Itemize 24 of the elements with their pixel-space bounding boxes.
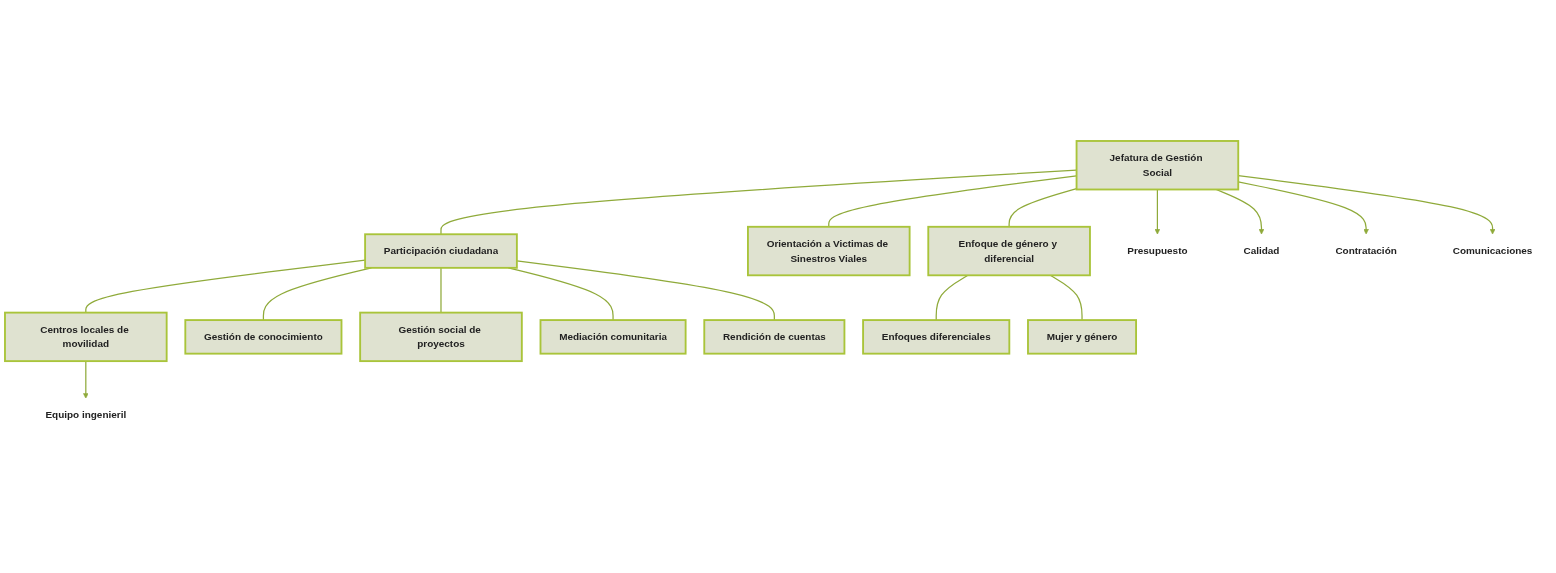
node-text: Contratación (1335, 245, 1397, 257)
node-box: Gestión social de proyectos (359, 311, 523, 363)
node-box: Mujer y género (1027, 319, 1137, 355)
node-text: Presupuesto (1127, 245, 1188, 257)
node-text: Comunicaciones (1452, 245, 1533, 257)
arrow (1154, 188, 1161, 235)
node-box: Orientación a Victimas de Sinestros Viales (747, 225, 911, 277)
node-box: Jefatura de Gestión Social (1075, 140, 1240, 191)
node-box: Enfoque de género y diferencial (927, 225, 1091, 277)
node-box: Enfoques diferenciales (862, 319, 1011, 355)
arrow (1215, 188, 1265, 235)
connector (516, 260, 775, 321)
node-box: Rendición de cuentas (703, 319, 846, 355)
connector (85, 259, 366, 314)
connector (1049, 274, 1083, 321)
node-text: Calidad (1243, 245, 1280, 257)
node-box: Centros locales de movilidad (4, 311, 168, 363)
node-box: Participación ciudadana (364, 233, 518, 269)
connector (440, 267, 442, 314)
connector (935, 274, 969, 321)
node-box: Mediación comunitaria (539, 319, 687, 355)
arrow (83, 360, 89, 399)
node-text: Equipo ingenieril (45, 409, 127, 421)
node-box: Gestión de conocimiento (184, 319, 343, 355)
